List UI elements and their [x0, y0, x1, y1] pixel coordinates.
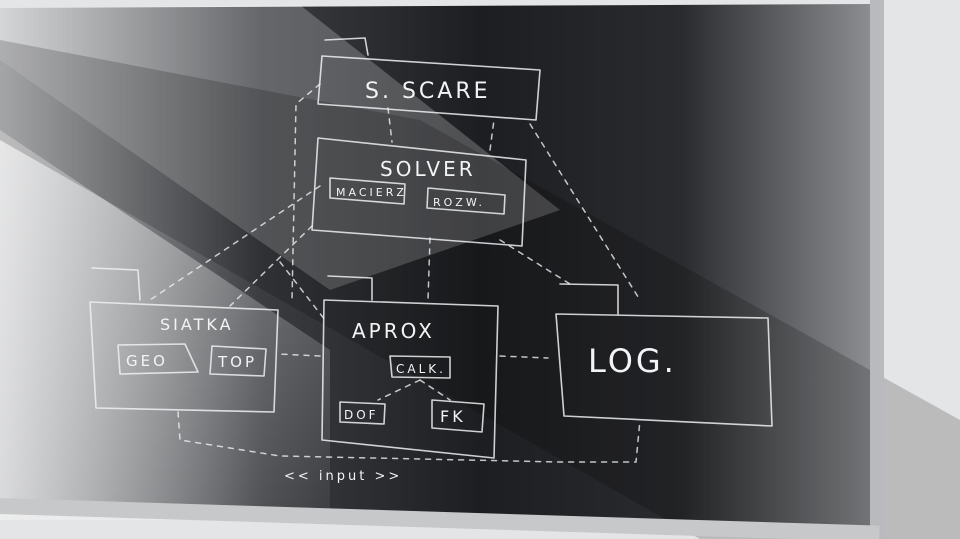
component-fk-label: FK: [440, 407, 466, 426]
package-aprox: APROX CALK. DOF FK: [321, 275, 499, 459]
package-solver: SOLVER MACIERZ ROZW.: [311, 137, 527, 247]
sunlight-band: [0, 130, 330, 520]
package-solver-label: SOLVER: [380, 157, 476, 181]
component-calk-label: CALK.: [396, 362, 446, 376]
board-frame-bottom: [0, 498, 880, 539]
component-dof-label: DOF: [344, 408, 379, 422]
board-frame-right: [870, 0, 884, 539]
shadow-diagonal: [0, 40, 960, 539]
package-aprox-label: APROX: [352, 319, 435, 343]
sunlight-band-top: [0, 5, 560, 290]
package-main: S. SCARE: [317, 37, 541, 121]
dependency-arrows: [149, 83, 641, 463]
package-log-label: LOG.: [588, 342, 677, 380]
package-siatka: SIATKA GEO TOP: [89, 267, 279, 413]
component-rozw-label: ROZW.: [433, 196, 485, 209]
component-top-label: TOP: [217, 353, 257, 371]
input-annotation: << input >>: [284, 469, 402, 484]
package-log: LOG.: [555, 283, 773, 427]
package-main-label: S. SCARE: [365, 79, 491, 104]
package-siatka-label: SIATKA: [160, 315, 234, 334]
component-macierz-label: MACIERZ: [336, 186, 407, 199]
component-geo-label: GEO: [126, 352, 168, 370]
